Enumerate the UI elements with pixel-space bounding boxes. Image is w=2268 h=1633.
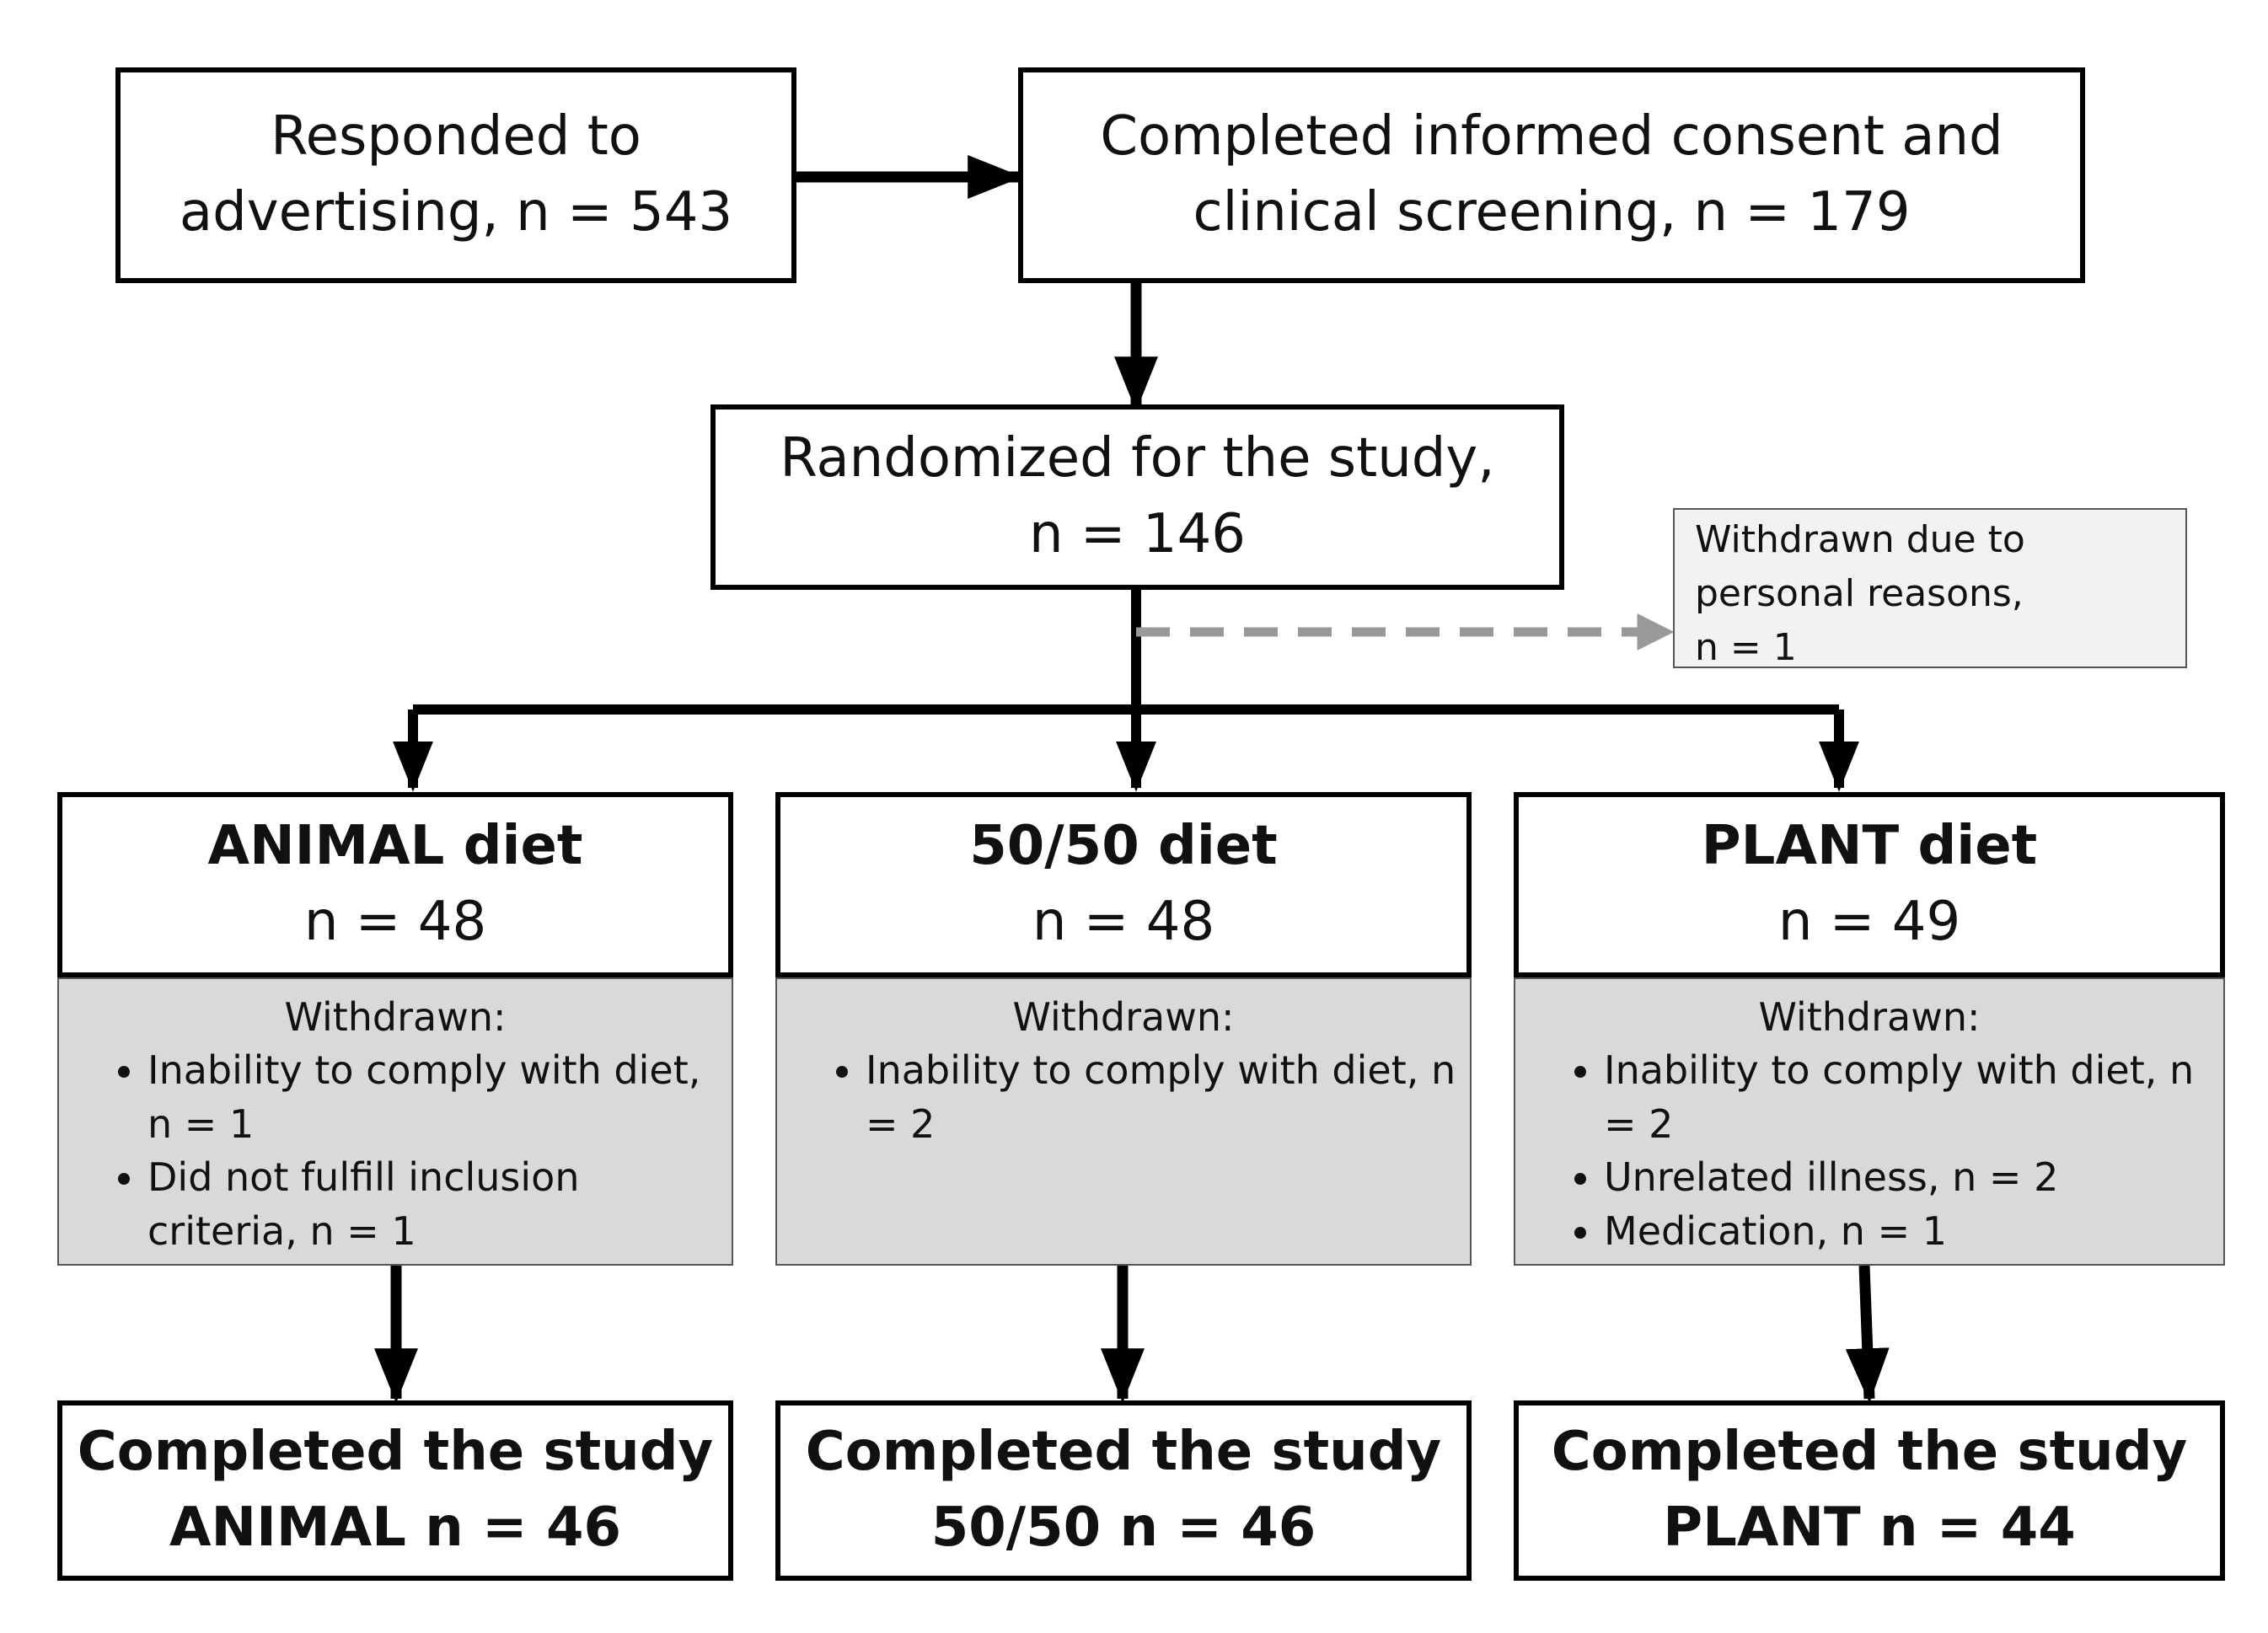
plant-diet-title: PLANT diet — [1701, 815, 2038, 878]
plant-completed-line1: Completed the study — [1551, 1421, 2188, 1484]
animal-diet-n: n = 48 — [303, 891, 487, 953]
plant-diet-box: PLANT diet n = 49 — [1514, 792, 2225, 977]
5050-withdrawn-reason: Inability to comply with diet, n = 2 — [866, 1044, 1461, 1151]
plant-withdrawn-reason: Medication, n = 1 — [1604, 1205, 2215, 1258]
arrow-plant-completed — [1845, 1265, 1890, 1404]
withdrawn-personal-line3: n = 1 — [1695, 625, 1797, 669]
animal-completed-box: Completed the study ANIMAL n = 46 — [57, 1400, 733, 1581]
animal-withdrawn-reason: Did not fulfill inclusion criteria, n = … — [147, 1151, 723, 1258]
responded-line1: Responded to — [271, 105, 641, 169]
consent-line2: clinical screening, n = 179 — [1193, 181, 1911, 244]
5050-withdrawn-box: Withdrawn: Inability to comply with diet… — [775, 977, 1472, 1266]
withdrawn-personal-box: Withdrawn due to personal reasons, n = 1 — [1673, 508, 2187, 669]
consent-line1: Completed informed consent and — [1100, 105, 2003, 169]
5050-completed-line1: Completed the study — [805, 1421, 1442, 1484]
plant-withdrawn-title: Withdrawn: — [1758, 994, 1981, 1040]
plant-withdrawn-list: Inability to comply with diet, n = 2 Unr… — [1515, 1044, 2223, 1258]
randomized-line1: Randomized for the study, — [780, 427, 1495, 490]
animal-diet-title: ANIMAL diet — [207, 815, 583, 878]
animal-withdrawn-reason: Inability to comply with diet, n = 1 — [147, 1044, 723, 1151]
withdrawn-personal-line2: personal reasons, — [1695, 571, 2024, 615]
consent-box: Completed informed consent and clinical … — [1018, 67, 2085, 283]
animal-diet-box: ANIMAL diet n = 48 — [57, 792, 733, 977]
animal-completed-line1: Completed the study — [77, 1421, 714, 1484]
animal-withdrawn-list: Inability to comply with diet, n = 1 Did… — [59, 1044, 732, 1258]
randomized-box: Randomized for the study, n = 146 — [710, 404, 1564, 590]
animal-withdrawn-title: Withdrawn: — [284, 994, 507, 1040]
plant-withdrawn-reason: Unrelated illness, n = 2 — [1604, 1151, 2215, 1204]
animal-completed-line2: ANIMAL n = 46 — [169, 1496, 621, 1559]
responded-line2: advertising, n = 543 — [179, 181, 733, 244]
withdrawn-personal-line1: Withdrawn due to — [1695, 518, 2025, 561]
5050-completed-line2: 50/50 n = 46 — [930, 1496, 1316, 1559]
plant-diet-n: n = 49 — [1777, 891, 1961, 953]
5050-withdrawn-title: Withdrawn: — [1012, 994, 1235, 1040]
5050-diet-box: 50/50 diet n = 48 — [775, 792, 1472, 977]
plant-completed-line2: PLANT n = 44 — [1663, 1496, 2076, 1559]
responded-box: Responded to advertising, n = 543 — [115, 67, 796, 283]
plant-completed-box: Completed the study PLANT n = 44 — [1514, 1400, 2225, 1581]
animal-withdrawn-box: Withdrawn: Inability to comply with diet… — [57, 977, 733, 1266]
plant-withdrawn-box: Withdrawn: Inability to comply with diet… — [1514, 977, 2225, 1266]
5050-diet-title: 50/50 diet — [969, 815, 1278, 878]
5050-withdrawn-list: Inability to comply with diet, n = 2 — [777, 1044, 1470, 1151]
5050-completed-box: Completed the study 50/50 n = 46 — [775, 1400, 1472, 1581]
plant-withdrawn-reason: Inability to comply with diet, n = 2 — [1604, 1044, 2215, 1151]
5050-diet-n: n = 48 — [1032, 891, 1215, 953]
randomized-line2: n = 146 — [1028, 503, 1247, 565]
